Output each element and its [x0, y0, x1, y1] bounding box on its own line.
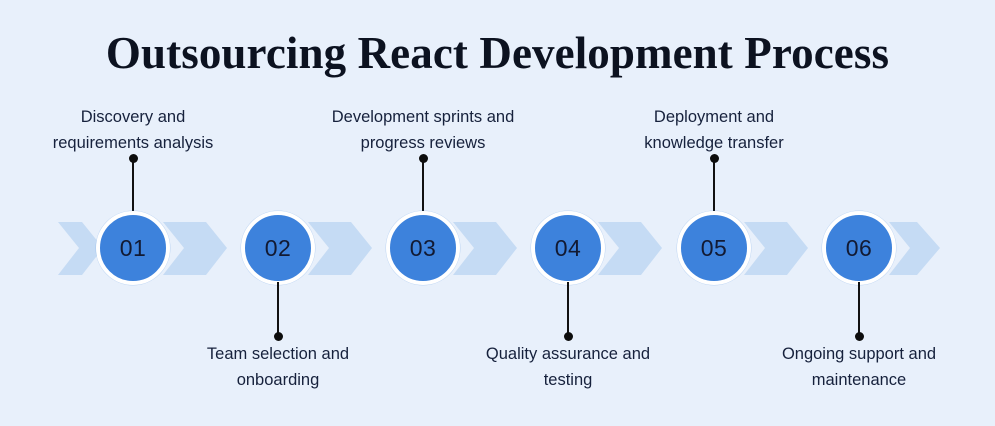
step-label-line: onboarding — [236, 371, 320, 389]
chevron-arrow — [598, 222, 662, 275]
step-label-line: Quality assurance and — [485, 345, 651, 363]
step-number-02: 02 — [264, 234, 292, 261]
chevron-arrow — [163, 222, 227, 275]
step-label-01: Discovery and requirements analysis — [0, 104, 293, 156]
connector-dot — [563, 332, 573, 341]
step-number-05: 05 — [700, 234, 728, 261]
step-connector-06 — [854, 282, 864, 341]
step-node-06[interactable]: 06 — [822, 211, 896, 285]
connector-dot — [273, 332, 283, 341]
step-number-06: 06 — [845, 234, 873, 261]
chevron-arrow — [744, 222, 808, 275]
chevron-arrow-group — [58, 222, 940, 275]
step-node-01[interactable]: 01 — [96, 211, 170, 285]
step-label-line: Team selection and — [206, 345, 350, 363]
step-number-01: 01 — [119, 234, 147, 261]
step-label-line: Discovery and — [80, 108, 186, 126]
step-label-line: progress reviews — [360, 134, 486, 152]
step-node-03[interactable]: 03 — [386, 211, 460, 285]
step-node-05[interactable]: 05 — [677, 211, 751, 285]
step-connector-04 — [563, 282, 573, 341]
step-label-line: requirements analysis — [52, 134, 214, 152]
step-connector-03 — [418, 154, 428, 216]
step-label-04: Quality assurance and testing — [408, 341, 728, 393]
connector-dot — [418, 154, 428, 163]
step-connector-05 — [709, 154, 719, 216]
step-label-line: maintenance — [811, 371, 907, 389]
connector-dot — [128, 154, 138, 163]
step-number-03: 03 — [409, 234, 437, 261]
step-label-03: Development sprints and progress reviews — [263, 104, 583, 156]
step-connector-02 — [273, 282, 283, 341]
chevron-arrow — [889, 222, 940, 275]
step-label-line: testing — [543, 371, 593, 389]
chevron-arrow — [308, 222, 372, 275]
step-label-06: Ongoing support and maintenance — [699, 341, 995, 393]
chevron-arrow — [453, 222, 517, 275]
step-number-04: 04 — [554, 234, 582, 261]
step-node-04[interactable]: 04 — [531, 211, 605, 285]
step-label-line: Deployment and — [653, 108, 775, 126]
connector-dot — [854, 332, 864, 341]
step-label-line: Development sprints and — [331, 108, 515, 126]
page-title: Outsourcing React Development Process — [105, 28, 890, 78]
step-label-02: Team selection and onboarding — [118, 341, 438, 393]
step-label-line: knowledge transfer — [644, 134, 784, 152]
step-label-line: Ongoing support and — [781, 345, 937, 363]
step-label-05: Deployment and knowledge transfer — [554, 104, 874, 156]
step-node-02[interactable]: 02 — [241, 211, 315, 285]
step-connector-01 — [128, 154, 138, 216]
connector-dot — [709, 154, 719, 163]
